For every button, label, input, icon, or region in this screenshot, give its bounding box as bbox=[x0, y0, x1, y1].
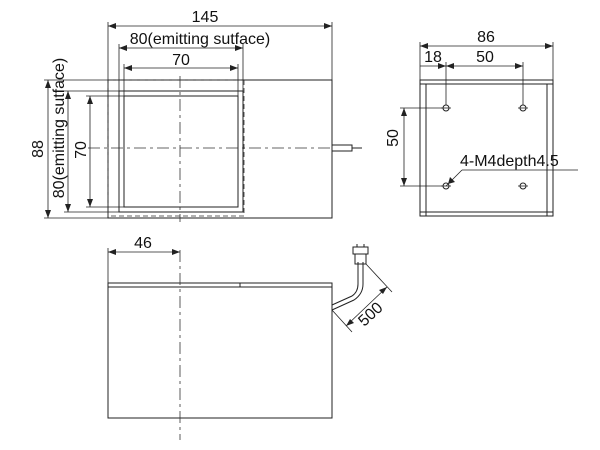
dim-500-label: 500 bbox=[355, 299, 386, 330]
dim-18-label: 18 bbox=[424, 49, 442, 66]
cable-stub bbox=[331, 144, 353, 152]
dim-80v-label: 80(emitting sutface) bbox=[51, 58, 68, 199]
bottom-body-outline bbox=[107, 282, 333, 419]
front-view: 145 80(emitting sutface) 70 88 80(emitti… bbox=[30, 9, 362, 222]
dim-80-label: 80(emitting sutface) bbox=[130, 31, 271, 48]
bottom-view: 46 500 bbox=[107, 235, 393, 440]
dim-70v-label: 70 bbox=[73, 141, 90, 159]
hole-callout-label: 4-M4depth4.5 bbox=[460, 153, 559, 170]
cable-connector bbox=[354, 253, 367, 265]
side-body-outline bbox=[419, 79, 554, 217]
cable bbox=[331, 262, 359, 306]
dim-50h-label: 50 bbox=[476, 49, 494, 66]
dim-46-label: 46 bbox=[134, 235, 152, 252]
dim-70-label: 70 bbox=[172, 52, 190, 69]
dim-50v-label: 50 bbox=[385, 129, 402, 147]
dim-88-label: 88 bbox=[30, 140, 47, 158]
inner-window-outer bbox=[118, 90, 244, 213]
front-body-outline bbox=[107, 79, 333, 219]
side-view: 86 18 50 50 4-M4depth4.5 bbox=[385, 29, 578, 217]
dim-145-label: 145 bbox=[192, 9, 219, 26]
inner-window-inner bbox=[123, 95, 239, 208]
dim-86-label: 86 bbox=[477, 29, 495, 46]
dim-500-line bbox=[345, 286, 388, 327]
